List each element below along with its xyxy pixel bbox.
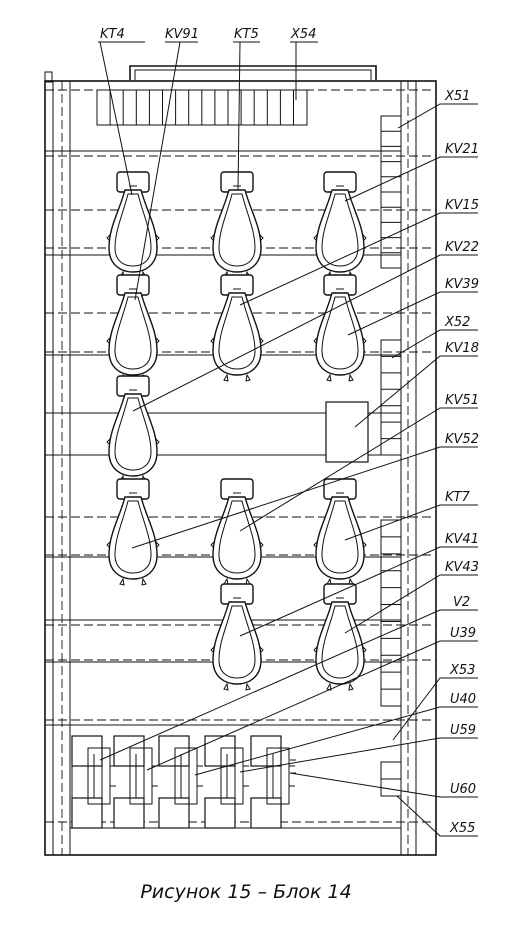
label-kv21: KV21 [445,142,479,157]
label-kt5: KT5 [234,27,259,42]
module-3 [158,735,203,829]
label-x55: X55 [449,821,475,836]
relay-1 [106,171,160,279]
relay-12 [313,583,367,691]
label-kv15: KV15 [445,198,479,213]
label-kv43: KV43 [445,560,479,575]
label-kv52: KV52 [445,432,479,447]
right-terminal-strips [380,115,402,797]
module-5 [250,735,295,829]
leader-lines [98,41,478,837]
label-kt7: KT7 [445,490,470,505]
module-4 [204,735,249,829]
terminal-block-x54 [96,89,308,126]
label-kt4: KT4 [100,27,125,42]
relay-5 [210,274,264,382]
relay-8 [106,478,160,586]
label-u60: U60 [450,782,476,797]
cabinet-frame [44,65,437,856]
relay-7 [106,375,160,483]
relays [106,171,367,691]
relay-2 [210,171,264,279]
label-x54: X54 [290,27,316,42]
label-x53: X53 [449,663,475,678]
relay-10 [313,478,367,586]
label-u59: U59 [450,723,476,738]
label-v2: V2 [453,595,470,610]
relay-9 [210,478,264,586]
label-x52: X52 [444,315,470,330]
label-u39: U39 [450,626,476,641]
label-kv91: KV91 [165,27,199,42]
relay-4 [106,274,160,382]
module-1 [71,735,116,829]
relay-11 [210,583,264,691]
module-2 [113,735,158,829]
label-kv22: KV22 [445,240,479,255]
label-u40: U40 [450,692,476,707]
kv18-relay-box [325,401,369,463]
relay-3 [313,171,367,279]
label-x51: X51 [444,89,470,104]
label-kv51: KV51 [445,393,479,408]
component-labels: KT4 KV91 KT5 X54 X51 KV21 KV15 KV22 KV39… [100,27,479,836]
label-kv18: KV18 [445,341,479,356]
relay-6 [313,274,367,382]
label-kv41: KV41 [445,532,479,547]
figure-caption: Рисунок 15 – Блок 14 [140,881,351,903]
bottom-modules [71,735,296,829]
label-kv39: KV39 [445,277,479,292]
